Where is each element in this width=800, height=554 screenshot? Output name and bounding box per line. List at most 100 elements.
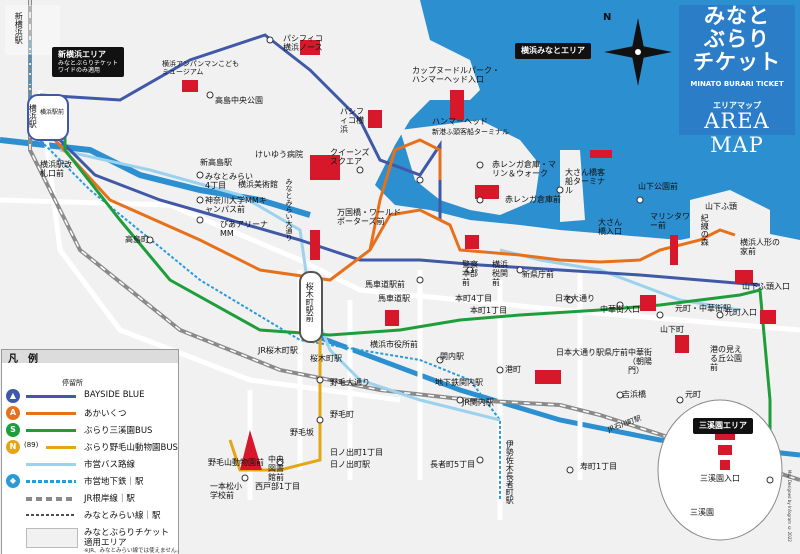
station-label: マリンタワー前 (650, 212, 690, 231)
route-n-icon: N (6, 440, 20, 454)
station-label: 紀線の森 (700, 214, 710, 246)
bayside-blue-route (38, 95, 761, 287)
station-label: みなとみらい4丁目 (205, 172, 253, 191)
road-label: みなとみらい大通り (285, 178, 294, 241)
subway-icon: ◆ (6, 474, 20, 488)
station-label: 万国橋・ワールドポーターズ前 (337, 208, 401, 227)
legend-label: BAYSIDE BLUE (84, 390, 145, 400)
station-label: 吉浜橋 (622, 390, 646, 399)
area-tag-shinyokohama-desc2: ワイドのみ適用 (58, 66, 101, 74)
station-label: 横浜駅前 (40, 109, 65, 116)
station-label: 野毛大通り (330, 378, 370, 387)
legend-row-subway: ◆ 市営地下鉄｜駅 (2, 473, 178, 489)
ticket-area-shinyokohama (5, 5, 60, 55)
legend-route-number: (89) (24, 441, 39, 449)
station-label: 三溪園入口 (700, 474, 740, 483)
yokohama-station-box (27, 94, 69, 141)
title-line-1: みなと (704, 4, 770, 28)
station-label: カップヌードルパーク・ハンマーヘッド入口 (412, 66, 500, 85)
station-label: 横浜アンパンマンこどもミュージアム (162, 60, 240, 77)
compass-icon (604, 18, 672, 86)
landmarks (182, 40, 776, 470)
title-line-3: チケット (693, 50, 781, 74)
legend-line (26, 429, 76, 432)
sakuragicho-station-box (299, 271, 323, 343)
legend-line (26, 412, 76, 415)
station-label: 横浜駅改札口前 (40, 160, 72, 179)
legend-header: 凡 例 (2, 350, 178, 365)
station-label: 山下町 (660, 325, 684, 334)
sankeien-route (63, 115, 772, 502)
legend-row-city-bus: 市営バス路線 (2, 456, 178, 472)
legend-line (26, 463, 76, 466)
legend-row-bayside-blue: ▲ BAYSIDE BLUE (2, 388, 178, 404)
legend-title: 凡 例 (8, 354, 38, 365)
station-label: JR桜木町駅 (258, 346, 298, 355)
station-label: 山下ふ頭入口 (742, 282, 790, 291)
station-label: 馬車道駅 (378, 294, 410, 303)
legend-line (26, 395, 76, 398)
legend-label: JR根岸線｜駅 (84, 494, 135, 504)
station-label: 本町4丁目 (455, 294, 493, 303)
station-label: ハンマーヘッド (432, 117, 488, 126)
station-label: 山下ふ頭 (705, 202, 737, 211)
area-tag-shinyokohama: 新横浜エリア みなとぶらりチケット ワイドのみ適用 (52, 47, 125, 77)
legend-label: 市営地下鉄｜駅 (84, 477, 144, 487)
title-line-2: ぶらり (704, 27, 770, 51)
station-label: 三溪園 (690, 508, 714, 517)
station-label: 伊勢佐木長者町駅 (505, 440, 515, 504)
area-map-small: エリアマップ (713, 101, 761, 110)
station-label: 新高島駅 (200, 158, 232, 167)
station-label: 横浜市役所前 (370, 340, 418, 349)
station-label: 大さん橋入口 (598, 218, 622, 237)
station-label: 日ノ出町駅 (330, 460, 370, 469)
station-label: 日本大通り (555, 294, 595, 303)
legend-line (26, 497, 76, 501)
station-label: 横浜人形の家前 (740, 238, 780, 257)
station-label: 野毛町 (330, 410, 354, 419)
station-label: 一本松小学校前 (210, 482, 242, 501)
route-a-icon: A (6, 406, 20, 420)
jr-negishi-dash (29, 0, 800, 481)
legend-line (46, 446, 76, 449)
station-label: 山下公園前 (638, 182, 678, 191)
station-label: 新県庁前 (522, 270, 554, 279)
title-subtitle: MINATO BURARI TICKET (690, 80, 784, 88)
legend-label: ぶらり三溪園BUS (84, 426, 153, 436)
legend-label: みなとぶらりチケット (84, 528, 170, 538)
legend-area-swatch (26, 528, 78, 548)
station-label: 警察本部前 (462, 260, 478, 288)
area-map-big: AREA MAP (704, 109, 770, 157)
station-label: 桜木町駅前 (305, 282, 315, 322)
station-label: 赤レンガ倉庫・マリン＆ウォーク (492, 160, 556, 179)
legend-row-area: みなとぶらりチケット 適用エリア ※JR、みなとみらい線では使えません。 (2, 526, 182, 554)
station-label: 桜木町駅 (310, 354, 342, 363)
legend-stop-label: 停留所 (62, 379, 83, 387)
station-label: 横浜美術館 (238, 180, 278, 189)
station-label: 日本大通り駅県庁前 (556, 348, 628, 357)
legend-line (26, 514, 76, 516)
station-label: 野毛坂 (290, 428, 314, 437)
title-badge-top: みなと ぶらり チケット MINATO BURARI TICKET (679, 5, 795, 97)
station-label: 西戸部1丁目 (255, 482, 301, 491)
station-label: 中央図書館前 (268, 455, 284, 483)
area-tag-shinyokohama-desc1: みなとぶらりチケット (58, 59, 119, 67)
stops (146, 36, 774, 484)
station-label: パシフィコ横浜ノース (283, 34, 323, 53)
title-badge: みなと ぶらり チケット MINATO BURARI TICKET エリアマップ… (679, 5, 795, 157)
station-label: 赤レンガ倉庫前 (505, 195, 561, 204)
station-label: 地下鉄関内駅 (435, 378, 483, 387)
station-label: 高島中央公園 (215, 96, 263, 105)
station-label: 横浜税関前 (492, 260, 508, 288)
station-label: けいゆう病院 (255, 150, 303, 159)
land-shinko (400, 120, 540, 215)
legend-label: あかいくつ (84, 409, 127, 419)
station-label: 中華街（朝陽門） (628, 348, 652, 376)
legend-note: ※JR、みなとみらい線では使えません。 (84, 548, 182, 554)
map-credit: Map Designed by Infogram © 2022 (787, 470, 792, 542)
legend-row-nogeyama: N (89) ぶらり野毛山動物園BUS (2, 439, 178, 455)
station-label: 本町1丁目 (470, 306, 508, 315)
land-osanbashi (560, 150, 585, 222)
